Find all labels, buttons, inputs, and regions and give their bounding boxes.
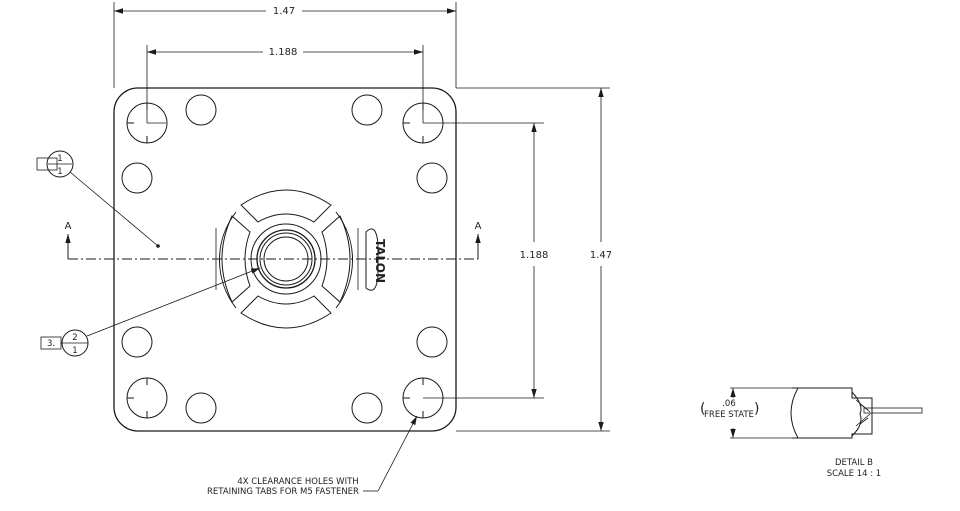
balloon-2-box-text: 3. bbox=[47, 339, 55, 349]
balloon-2-top: 2 bbox=[72, 333, 77, 343]
mounting-hole bbox=[416, 326, 448, 358]
balloon-1: 1 1 bbox=[36, 150, 160, 248]
hub-window-left bbox=[221, 215, 251, 303]
clearance-note-line2: RETAINING TABS FOR M5 FASTENER bbox=[207, 487, 359, 497]
balloon-2-bottom: 1 bbox=[72, 346, 77, 356]
plate-outline bbox=[113, 87, 457, 432]
hub-window-top bbox=[240, 189, 332, 223]
dimension-overall-width-value: 1.47 bbox=[273, 6, 295, 17]
mounting-hole bbox=[416, 162, 448, 194]
detail-paren-close: ) bbox=[754, 401, 759, 417]
section-line-a-a: A A bbox=[65, 221, 482, 260]
dimension-hole-spacing-y-value: 1.188 bbox=[520, 250, 549, 261]
section-label-right: A bbox=[475, 221, 482, 232]
balloon-1-bottom: 1 bbox=[57, 167, 62, 177]
central-hub bbox=[215, 189, 359, 329]
dimension-hole-spacing-x-value: 1.188 bbox=[269, 47, 298, 58]
detail-dimension-note: FREE STATE bbox=[704, 410, 754, 420]
dimension-hole-spacing-y: 1.188 bbox=[423, 122, 549, 399]
hub-window-right bbox=[321, 215, 351, 303]
detail-b-body bbox=[792, 387, 873, 439]
dimension-overall-width: 1.47 bbox=[113, 2, 457, 88]
talon-logo: TALON bbox=[365, 228, 387, 291]
dimension-overall-height: 1.47 bbox=[456, 87, 612, 432]
detail-dimension-value: .06 bbox=[722, 399, 736, 409]
mounting-hole bbox=[121, 326, 153, 358]
mounting-holes bbox=[121, 94, 448, 424]
clearance-hole-bottom-left bbox=[126, 377, 168, 419]
mounting-hole bbox=[185, 94, 217, 126]
mounting-hole bbox=[351, 392, 383, 424]
detail-title: DETAIL B bbox=[835, 458, 873, 468]
detail-b-view: ( ) .06 FREE STATE DETAIL B SCALE 14 : 1 bbox=[700, 387, 923, 479]
dimension-overall-height-value: 1.47 bbox=[590, 250, 612, 261]
clearance-note-line1: 4X CLEARANCE HOLES WITH bbox=[237, 477, 358, 487]
balloon-1-top: 1 bbox=[57, 154, 62, 164]
dimension-hole-spacing-x: 1.188 bbox=[146, 45, 424, 123]
talon-logo-text: TALON bbox=[373, 239, 387, 283]
mounting-hole bbox=[351, 94, 383, 126]
clearance-hole-note: 4X CLEARANCE HOLES WITH RETAINING TABS F… bbox=[207, 415, 418, 497]
mounting-hole bbox=[185, 392, 217, 424]
mounting-hole bbox=[121, 162, 153, 194]
hub-window-bottom bbox=[240, 295, 332, 329]
balloon-2: 3. 2 1 bbox=[40, 267, 261, 357]
section-label-left: A bbox=[65, 221, 72, 232]
detail-paren-open: ( bbox=[700, 401, 705, 417]
detail-scale: SCALE 14 : 1 bbox=[827, 469, 881, 479]
